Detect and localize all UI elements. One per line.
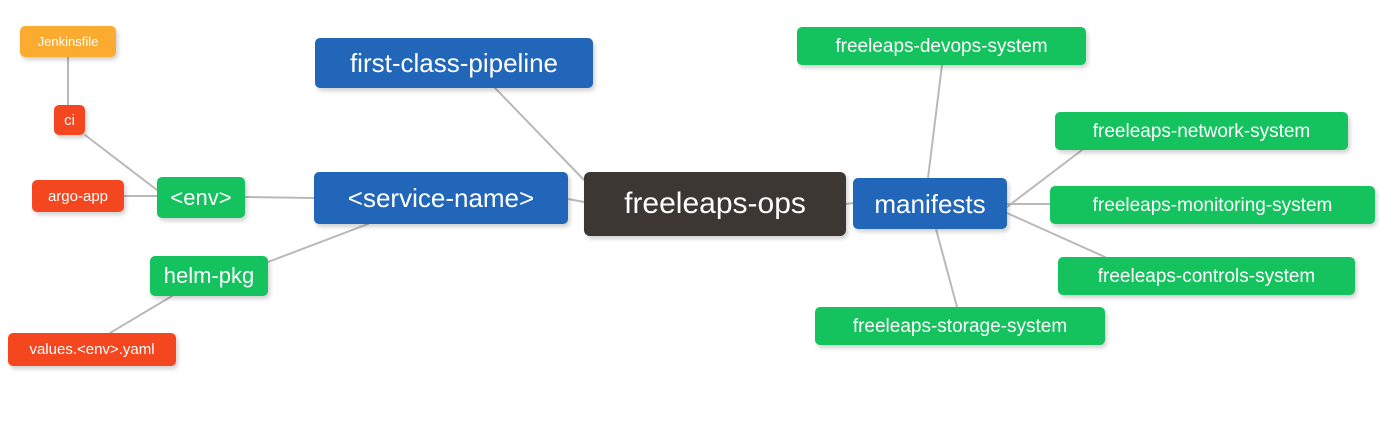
mindmap-node-helm-pkg[interactable]: helm-pkg [150,256,268,296]
mindmap-node-freeleaps-controls-system[interactable]: freeleaps-controls-system [1058,257,1355,295]
mindmap-edge [244,196,315,199]
mindmap-node-values-env-yaml[interactable]: values.<env>.yaml [8,333,176,366]
mindmap-node-freeleaps-devops-system[interactable]: freeleaps-devops-system [797,27,1086,65]
mindmap-node-freeleaps-monitoring-system[interactable]: freeleaps-monitoring-system [1050,186,1375,224]
mindmap-edge [494,87,585,181]
mindmap-edge [935,228,958,308]
mindmap-node-ci[interactable]: ci [54,105,85,135]
mindmap-node-root[interactable]: freeleaps-ops [584,172,846,236]
mindmap-edge [845,202,854,205]
mindmap-edge [267,223,369,263]
mindmap-edge [927,64,943,179]
mindmap-node-argo-app[interactable]: argo-app [32,180,124,212]
mindmap-node-env[interactable]: <env> [157,177,245,218]
mindmap-node-manifests[interactable]: manifests [853,178,1007,229]
mindmap-node-freeleaps-storage-system[interactable]: freeleaps-storage-system [815,307,1105,345]
mindmap-edge [567,198,585,203]
mindmap-node-service-name[interactable]: <service-name> [314,172,568,224]
mindmap-edge [109,295,173,334]
mindmap-node-jenkinsfile[interactable]: Jenkinsfile [20,26,116,57]
mindmap-node-freeleaps-network-system[interactable]: freeleaps-network-system [1055,112,1348,150]
mindmap-node-first-class-pipeline[interactable]: first-class-pipeline [315,38,593,88]
